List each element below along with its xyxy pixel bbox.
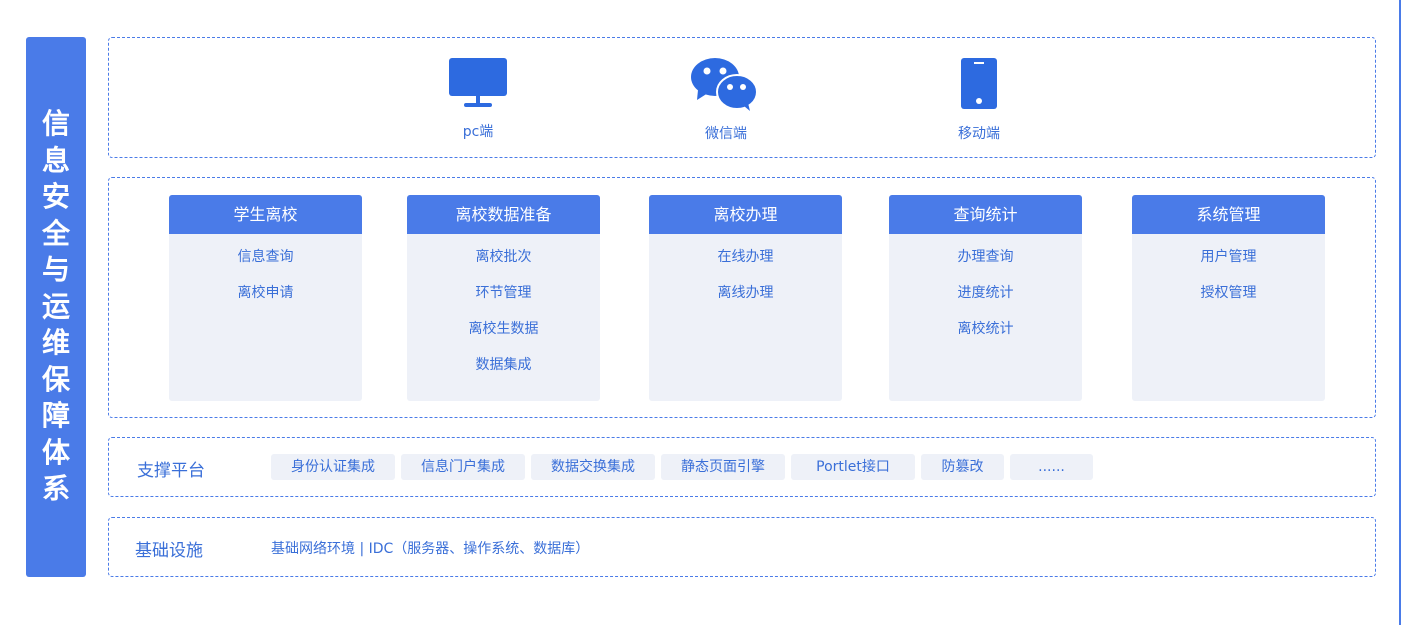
module-item[interactable]: 环节管理 bbox=[475, 285, 532, 301]
infra-text: 基础网络环境 | IDC（服务器、操作系统、数据库） bbox=[271, 541, 590, 557]
support-chip: 信息门户集成 bbox=[401, 454, 525, 480]
module-title: 系统管理 bbox=[1132, 195, 1325, 234]
support-chip: 数据交换集成 bbox=[531, 454, 655, 480]
side-title-bar: 信息安全与运维保障体系 bbox=[26, 37, 86, 577]
module-column: 学生离校信息查询离校申请 bbox=[169, 195, 362, 401]
module-item[interactable]: 离校申请 bbox=[237, 285, 294, 301]
module-title: 离校数据准备 bbox=[407, 195, 600, 234]
client-label-wechat: 微信端 bbox=[705, 126, 747, 142]
support-chip: 静态页面引擎 bbox=[661, 454, 785, 480]
support-title: 支撑平台 bbox=[137, 461, 205, 481]
module-item[interactable]: 离校批次 bbox=[475, 249, 532, 265]
module-item[interactable]: 离线办理 bbox=[717, 285, 774, 301]
module-item[interactable]: 用户管理 bbox=[1200, 249, 1257, 265]
support-chip: 身份认证集成 bbox=[271, 454, 395, 480]
monitor-icon bbox=[418, 58, 538, 112]
mobile-phone-icon bbox=[919, 58, 1039, 114]
support-chip: Portlet接口 bbox=[791, 454, 915, 480]
clients-panel bbox=[108, 37, 1376, 158]
client-label-mobile: 移动端 bbox=[958, 126, 1000, 142]
module-item[interactable]: 在线办理 bbox=[717, 249, 774, 265]
infra-panel bbox=[108, 517, 1376, 577]
infra-title: 基础设施 bbox=[135, 541, 203, 561]
module-item[interactable]: 离校生数据 bbox=[468, 321, 539, 337]
module-item[interactable]: 进度统计 bbox=[957, 285, 1014, 301]
module-title: 查询统计 bbox=[889, 195, 1082, 234]
module-item[interactable]: 授权管理 bbox=[1200, 285, 1257, 301]
right-edge-line bbox=[1399, 0, 1401, 625]
support-chip: ...... bbox=[1010, 454, 1093, 480]
module-title: 离校办理 bbox=[649, 195, 842, 234]
wechat-icon bbox=[664, 57, 784, 115]
modules-panel bbox=[108, 177, 1376, 418]
module-column: 离校办理在线办理离线办理 bbox=[649, 195, 842, 401]
client-label-pc: pc端 bbox=[462, 124, 494, 140]
module-item[interactable]: 信息查询 bbox=[237, 249, 294, 265]
side-title: 信息安全与运维保障体系 bbox=[41, 107, 70, 506]
support-panel bbox=[108, 437, 1376, 497]
module-column: 系统管理用户管理授权管理 bbox=[1132, 195, 1325, 401]
module-title: 学生离校 bbox=[169, 195, 362, 234]
support-chip: 防篡改 bbox=[921, 454, 1004, 480]
module-item[interactable]: 数据集成 bbox=[475, 357, 532, 373]
module-item[interactable]: 办理查询 bbox=[957, 249, 1014, 265]
module-item[interactable]: 离校统计 bbox=[957, 321, 1014, 337]
module-column: 查询统计办理查询进度统计离校统计 bbox=[889, 195, 1082, 401]
module-column: 离校数据准备离校批次环节管理离校生数据数据集成 bbox=[407, 195, 600, 401]
